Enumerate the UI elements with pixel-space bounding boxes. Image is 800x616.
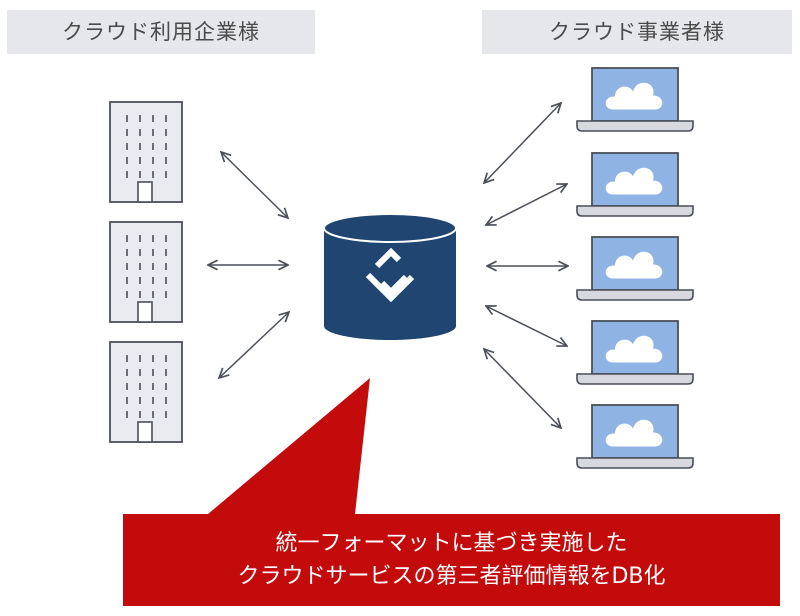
database-icon	[323, 213, 457, 340]
header-cloud-users: クラウド利用企業様	[7, 10, 315, 54]
laptop-cloud-icon	[576, 320, 694, 385]
bidirectional-arrow	[486, 306, 567, 346]
laptop-cloud-icon	[576, 67, 694, 132]
laptop-cloud-icon	[576, 236, 694, 301]
laptop-cloud-icon	[576, 404, 694, 469]
building-icon	[109, 101, 183, 203]
bidirectional-arrow	[486, 184, 567, 225]
callout-box	[123, 378, 780, 606]
bidirectional-arrow	[484, 103, 561, 183]
building-icon	[109, 341, 183, 443]
callout-line-1: 統一フォーマットに基づき実施した	[275, 531, 628, 556]
callout-line-2: クラウドサービスの第三者評価情報をDB化	[237, 564, 666, 589]
callout-text: 統一フォーマットに基づき実施した クラウドサービスの第三者評価情報をDB化	[123, 514, 780, 606]
bidirectional-arrow	[219, 312, 289, 378]
laptop-cloud-icon	[576, 152, 694, 217]
building-icon	[109, 221, 183, 323]
header-cloud-providers: クラウド事業者様	[482, 10, 792, 54]
bidirectional-arrow	[221, 152, 288, 218]
bidirectional-arrow	[484, 349, 561, 428]
